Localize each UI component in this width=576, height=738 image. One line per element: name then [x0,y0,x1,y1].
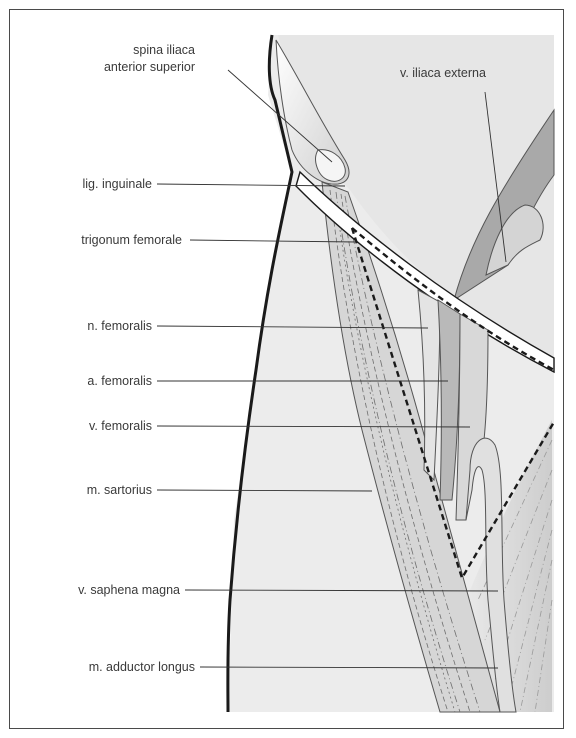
label-trigonum-femorale: trigonum femorale [81,233,182,247]
label-a-femoralis: a. femoralis [87,374,152,388]
label-m-sartorius: m. sartorius [87,483,152,497]
label-v-femoralis: v. femoralis [89,419,152,433]
label-asis-line2: anterior superior [104,60,195,74]
label-n-femoralis: n. femoralis [87,319,152,333]
label-m-adductor-longus: m. adductor longus [89,660,195,674]
label-v-saphena-magna: v. saphena magna [78,583,180,597]
label-lig-inguinale: lig. inguinale [83,177,153,191]
label-asis-line1: spina iliaca [133,43,195,57]
label-v-iliaca-externa: v. iliaca externa [400,66,486,80]
